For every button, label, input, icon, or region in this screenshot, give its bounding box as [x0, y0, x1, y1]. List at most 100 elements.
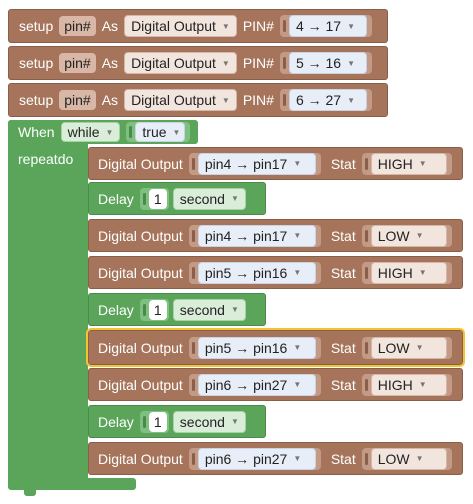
- pin-dropdown[interactable]: pin5 → pin16▼: [197, 261, 316, 284]
- caret-down-icon: ▼: [230, 417, 239, 426]
- delay-unit-dropdown[interactable]: second▼: [172, 187, 246, 210]
- pin-dropdown[interactable]: pin5 → pin16▼: [197, 336, 316, 359]
- stat-label: Stat: [330, 450, 356, 467]
- socket-notch: [282, 20, 286, 32]
- pin-socket: pin6 → pin27▼: [188, 447, 321, 470]
- caret-down-icon: ▼: [230, 194, 239, 203]
- pin-map-socket: 6 → 27▼: [279, 89, 372, 111]
- caret-down-icon: ▼: [293, 231, 302, 240]
- output-type-dropdown[interactable]: Digital Output▼: [124, 52, 237, 74]
- caret-down-icon: ▼: [293, 159, 302, 168]
- socket-notch: [364, 378, 368, 391]
- delay-unit-dropdown[interactable]: second▼: [172, 298, 246, 321]
- setup-block-3[interactable]: setup pin# As Digital Output▼ PIN# 6 → 2…: [8, 83, 388, 117]
- stat-socket: LOW▼: [361, 336, 452, 359]
- delay-amount-input[interactable]: 1: [148, 411, 167, 432]
- pin-dropdown[interactable]: pin6 → pin27▼: [197, 373, 316, 396]
- repeat-do-label: repeatdo: [18, 151, 74, 167]
- pin-dropdown[interactable]: pin4 → pin17▼: [197, 224, 316, 247]
- socket-notch: [282, 94, 286, 106]
- caret-down-icon: ▼: [418, 159, 427, 168]
- caret-down-icon: ▼: [415, 454, 424, 463]
- pin-dropdown[interactable]: pin6 → pin27▼: [197, 447, 316, 470]
- stat-socket: LOW▼: [361, 224, 452, 247]
- delay-amount-input[interactable]: 1: [148, 299, 167, 320]
- pin-label: PIN#: [242, 55, 274, 71]
- pin-label: PIN#: [242, 18, 274, 34]
- pin-var-chip[interactable]: pin#: [59, 16, 96, 36]
- socket-notch: [191, 341, 195, 354]
- caret-down-icon: ▼: [418, 380, 427, 389]
- socket-notch: [191, 229, 195, 242]
- pin-map-dropdown[interactable]: 5 → 16▼: [288, 52, 367, 74]
- stat-label: Stat: [330, 155, 356, 172]
- pin-socket: pin5 → pin16▼: [188, 336, 321, 359]
- next-connector: [24, 488, 36, 496]
- socket-notch: [142, 303, 146, 316]
- digital-output-block[interactable]: Digital Output pin4 → pin17▼ Stat HIGH▼: [88, 147, 463, 180]
- stat-dropdown[interactable]: LOW▼: [370, 224, 447, 247]
- delay-block[interactable]: Delay 1 second▼: [88, 293, 266, 326]
- output-type-dropdown[interactable]: Digital Output▼: [124, 89, 237, 111]
- condition-socket: true▼: [126, 122, 191, 142]
- setup-block-2[interactable]: setup pin# As Digital Output▼ PIN# 5 → 1…: [8, 46, 388, 80]
- digital-output-block[interactable]: Digital Output pin6 → pin27▼ Stat LOW▼: [88, 442, 463, 475]
- pin-map-dropdown[interactable]: 4 → 17▼: [288, 15, 367, 37]
- block-label: Digital Output: [98, 376, 183, 393]
- pin-map-dropdown[interactable]: 6 → 27▼: [288, 89, 367, 111]
- block-label: Digital Output: [98, 227, 183, 244]
- condition-dropdown[interactable]: true▼: [135, 122, 186, 142]
- digital-output-block[interactable]: Digital Output pin4 → pin17▼ Stat LOW▼: [88, 219, 463, 252]
- digital-output-block[interactable]: Digital Output pin5 → pin16▼ Stat HIGH▼: [88, 256, 463, 289]
- socket-notch: [191, 157, 195, 170]
- pin-var-chip[interactable]: pin#: [59, 53, 96, 73]
- delay-amount-input[interactable]: 1: [148, 188, 167, 209]
- pin-socket: pin6 → pin27▼: [188, 373, 321, 396]
- output-type-dropdown[interactable]: Digital Output▼: [124, 15, 237, 37]
- pin-map-socket: 5 → 16▼: [279, 52, 372, 74]
- delay-unit-dropdown[interactable]: second▼: [172, 410, 246, 433]
- stat-dropdown[interactable]: LOW▼: [370, 447, 447, 470]
- setup-block-1[interactable]: setup pin# As Digital Output▼ PIN# 4 → 1…: [8, 9, 388, 43]
- while-loop-header[interactable]: When while▼ true▼: [8, 120, 198, 144]
- caret-down-icon: ▼: [105, 127, 114, 137]
- as-label: As: [101, 92, 119, 108]
- pin-socket: pin4 → pin17▼: [188, 224, 321, 247]
- while-loop-spine: [8, 120, 88, 488]
- digital-output-block[interactable]: Digital Output pin6 → pin27▼ Stat HIGH▼: [88, 368, 463, 401]
- caret-down-icon: ▼: [418, 268, 427, 277]
- stat-dropdown[interactable]: HIGH▼: [370, 373, 447, 396]
- stat-socket: HIGH▼: [361, 261, 452, 284]
- pin-dropdown[interactable]: pin4 → pin17▼: [197, 152, 316, 175]
- digital-output-block-selected[interactable]: Digital Output pin5 → pin16▼ Stat LOW▼: [86, 328, 465, 367]
- socket-notch: [364, 341, 368, 354]
- setup-keyword: setup: [19, 92, 54, 108]
- delay-block[interactable]: Delay 1 second▼: [88, 405, 266, 438]
- stat-label: Stat: [330, 227, 356, 244]
- pin-map-socket: 4 → 17▼: [279, 15, 372, 37]
- caret-down-icon: ▼: [293, 380, 302, 389]
- socket-notch: [142, 192, 146, 205]
- socket-notch: [129, 126, 133, 138]
- socket-notch: [282, 57, 286, 69]
- caret-down-icon: ▼: [347, 58, 355, 68]
- delay-block[interactable]: Delay 1 second▼: [88, 182, 266, 215]
- stat-dropdown[interactable]: HIGH▼: [370, 261, 447, 284]
- socket-notch: [142, 415, 146, 428]
- as-label: As: [101, 18, 119, 34]
- stat-dropdown[interactable]: HIGH▼: [370, 152, 447, 175]
- caret-down-icon: ▼: [221, 95, 230, 105]
- caret-down-icon: ▼: [415, 231, 424, 240]
- block-label: Digital Output: [98, 339, 183, 356]
- loop-mode-dropdown[interactable]: while▼: [60, 122, 121, 142]
- pin-var-chip[interactable]: pin#: [59, 90, 96, 110]
- block-label: Digital Output: [98, 450, 183, 467]
- caret-down-icon: ▼: [221, 58, 230, 68]
- stat-dropdown[interactable]: LOW▼: [370, 336, 447, 359]
- pin-socket: pin4 → pin17▼: [188, 152, 321, 175]
- caret-down-icon: ▼: [293, 343, 302, 352]
- stat-socket: HIGH▼: [361, 373, 452, 396]
- caret-down-icon: ▼: [172, 127, 181, 137]
- pin-socket: pin5 → pin16▼: [188, 261, 321, 284]
- when-label: When: [18, 124, 55, 140]
